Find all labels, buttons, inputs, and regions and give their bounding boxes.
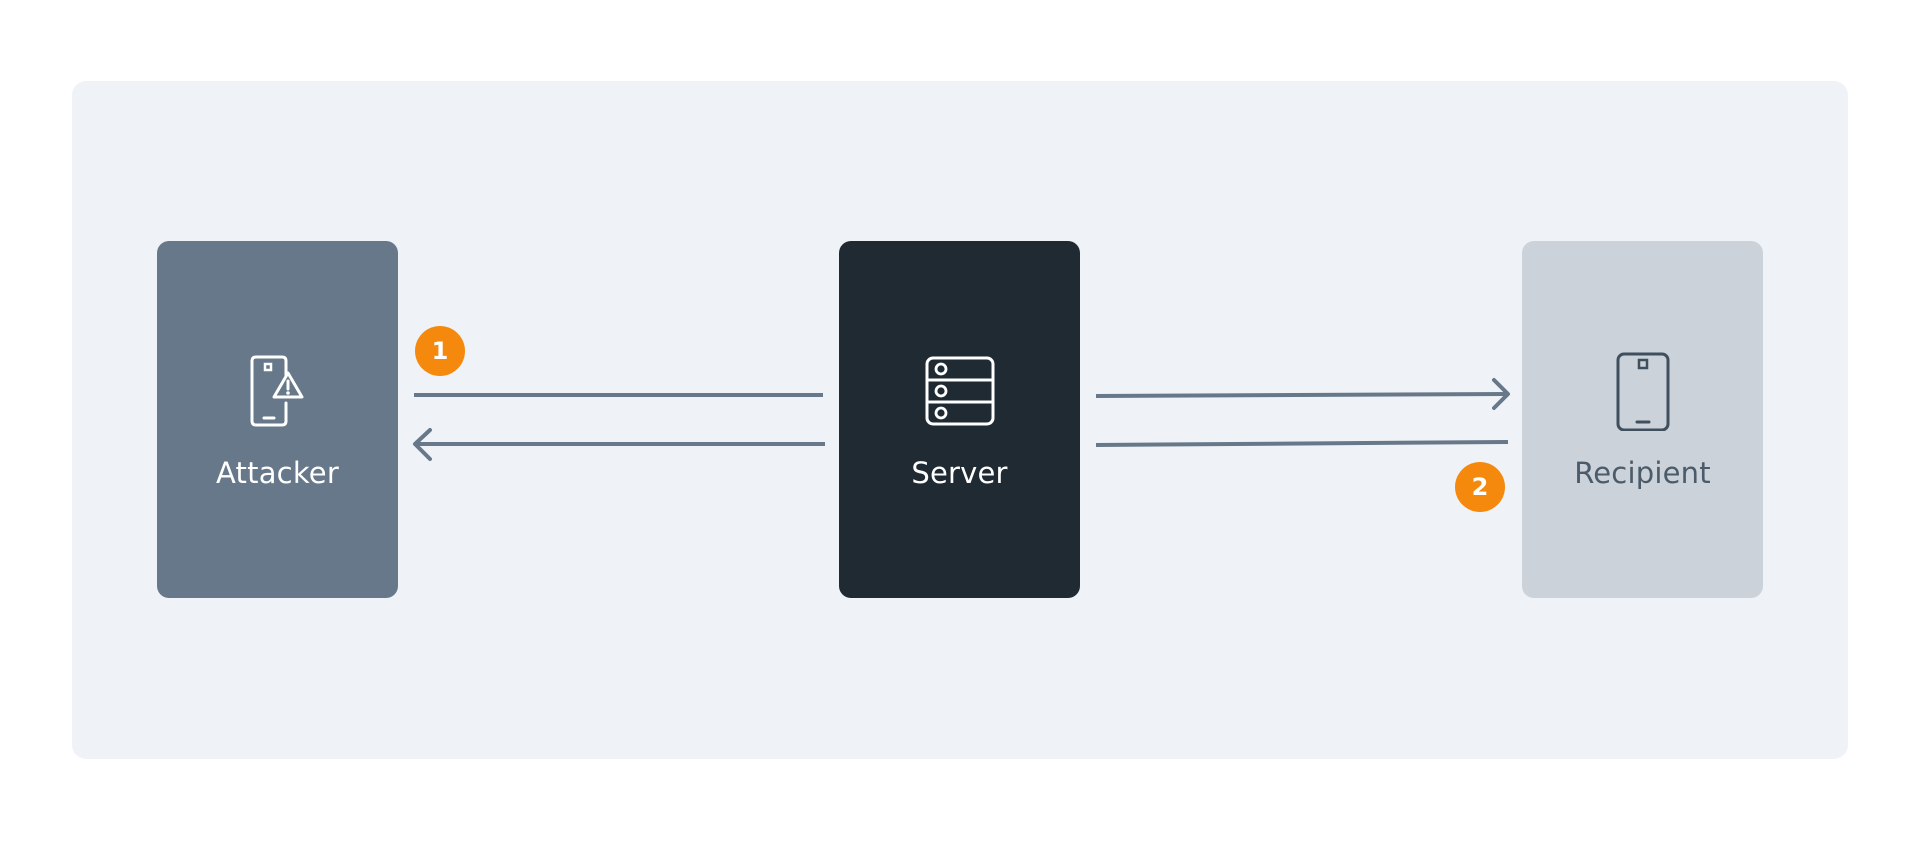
server-to-attacker-arrow — [413, 428, 825, 461]
server-icon — [925, 356, 994, 426]
attacker-label: Attacker — [216, 456, 339, 490]
phone-icon — [1616, 352, 1669, 431]
recipient-label: Recipient — [1574, 456, 1711, 490]
step-badge-2: 2 — [1455, 462, 1505, 512]
server-to-recipient-arrow — [1095, 378, 1510, 410]
recipient-to-server-line — [1095, 440, 1509, 447]
phone-warning-icon — [250, 355, 303, 427]
server-label: Server — [911, 456, 1008, 490]
recipient-node: Recipient — [1522, 241, 1763, 598]
attacker-node: Attacker — [157, 241, 398, 598]
server-node: Server — [839, 241, 1080, 598]
step-badge-1: 1 — [415, 326, 465, 376]
